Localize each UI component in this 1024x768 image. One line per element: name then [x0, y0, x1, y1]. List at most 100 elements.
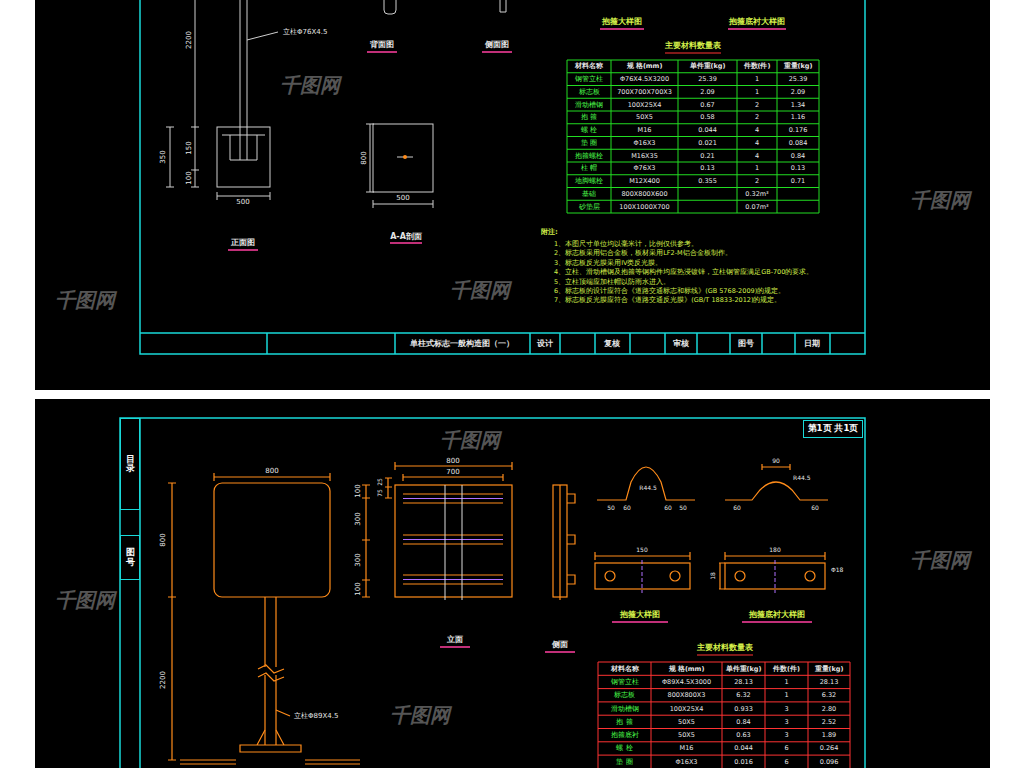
table-cell: 2 — [754, 178, 760, 185]
table-cell: M16X35 — [630, 152, 659, 159]
table-cell: 50X5 — [635, 114, 654, 121]
dimension: 500 — [235, 199, 250, 206]
table-cell: 3 — [783, 732, 789, 739]
table-cell: 100X1000X700 — [618, 203, 670, 210]
dimension: 90 — [771, 458, 781, 464]
table-header: 材料名称 — [574, 63, 604, 70]
note: 3、标志板反光膜采用IV类反光膜。 — [553, 260, 664, 267]
dimension: 350 — [160, 149, 167, 164]
table-cell: 抱箍螺栓 — [574, 152, 604, 159]
table-cell: 螺 栓 — [580, 127, 598, 134]
table-cell: 2 — [754, 114, 760, 121]
part-label: 立柱Φ89X4.5 — [293, 713, 339, 720]
dimension: 60 — [810, 505, 820, 511]
table-cell: 100X25X4 — [669, 705, 705, 712]
table-cell: 砂垫层 — [578, 203, 601, 210]
note: 4、立柱、滑动槽钢及抱箍等钢构件均应热浸镀锌，立柱钢管应满足GB-700的要求。 — [553, 269, 814, 276]
dimension: 100 — [186, 170, 193, 185]
table-header: 重量(kg) — [783, 63, 814, 70]
dimension: R44.5 — [792, 475, 812, 481]
table-cell: 0.176 — [788, 127, 809, 134]
note: 7、标志板反光膜应符合《道路交通反光膜》(GB/T 18833-2012)的规定… — [553, 297, 783, 304]
table-cell: 0.355 — [697, 178, 718, 185]
table-cell: 1 — [754, 76, 760, 83]
table-cell: 50X5 — [677, 732, 696, 739]
dimension: 150 — [635, 547, 648, 553]
dimension: 180 — [768, 547, 781, 553]
table-header: 件数(件) — [743, 63, 772, 70]
title-block-field: 审核 — [672, 340, 690, 348]
table-cell: Φ76X4.5X3200 — [619, 76, 670, 83]
table-cell: 0.84 — [790, 152, 806, 159]
table-cell: 1 — [783, 692, 789, 699]
view-title: 侧面图 — [484, 41, 510, 49]
table-cell: 28.13 — [819, 679, 840, 686]
dimension: 100 — [355, 581, 362, 596]
table-cell: 1.34 — [790, 101, 806, 108]
note-heading: 附注: — [540, 229, 559, 236]
dimension: 700 — [445, 469, 460, 476]
table-cell: 2.09 — [790, 89, 806, 96]
table-cell: 28.13 — [733, 679, 754, 686]
table-cell: 0.21 — [699, 152, 715, 159]
vertical-index-text: 目录 — [126, 455, 135, 474]
dimension: 18 — [710, 571, 716, 581]
table-cell: 0.933 — [733, 705, 754, 712]
dimension: 2200 — [160, 670, 167, 690]
table-cell: 0.084 — [788, 140, 809, 147]
watermark: 千图网 — [909, 550, 971, 570]
table-cell: 0.58 — [699, 114, 715, 121]
dimension: 75 — [377, 488, 383, 498]
table-cell: 1.89 — [821, 732, 837, 739]
dimension: Φ18 — [830, 567, 844, 573]
table-header: 规 格(mm) — [668, 665, 706, 672]
detail-title: 抱箍大样图 — [619, 611, 661, 619]
table-cell: 6.32 — [735, 692, 751, 699]
dimension: R44.5 — [638, 485, 658, 491]
dimension: 800 — [445, 458, 460, 465]
table-cell: Φ76X3 — [633, 165, 657, 172]
dimension: 800 — [361, 150, 368, 165]
dimension: 300 — [355, 552, 362, 567]
dimension: 150 — [186, 140, 193, 155]
table-cell: 0.63 — [735, 732, 751, 739]
title-block-field: 设计 — [536, 340, 554, 348]
table-header: 规 格(mm) — [626, 63, 664, 70]
side-index-box: 目录 — [120, 418, 140, 510]
table-cell: 4 — [754, 140, 760, 147]
table-cell: 滑动槽钢 — [574, 101, 604, 108]
watermark: 千图网 — [54, 590, 116, 610]
table-header: 单件重(kg) — [689, 63, 727, 70]
table-cell: 抱 箍 — [615, 719, 633, 726]
note: 1、本图尺寸单位均以毫米计，比例仅供参考。 — [553, 241, 699, 248]
table-header: 材料名称 — [610, 665, 640, 672]
table-header: 件数(件) — [772, 665, 801, 672]
table-cell: 0.32m³ — [744, 191, 769, 198]
table-cell: M12X400 — [628, 178, 661, 185]
table-cell: 2.09 — [699, 89, 715, 96]
table-cell: 0.67 — [699, 101, 715, 108]
dimension: 300 — [355, 511, 362, 526]
dimension: 60 — [732, 505, 742, 511]
view-title: A-A剖面 — [389, 233, 423, 241]
table-cell: 3 — [783, 719, 789, 726]
table-cell: 1.16 — [790, 114, 806, 121]
table-cell: 1 — [783, 679, 789, 686]
table-cell: 6 — [783, 759, 789, 766]
detail-title: 抱箍底衬大样图 — [748, 611, 806, 619]
table-cell: 柱 帽 — [580, 165, 598, 172]
page-number-box: 第1页 共1页 — [803, 420, 863, 438]
title-block-field: 图号 — [737, 340, 755, 348]
drawing-title: 单柱式标志一般构造图（一） — [409, 340, 515, 348]
table-cell: 滑动槽钢 — [610, 705, 640, 712]
table-header: 单件重(kg) — [725, 665, 763, 672]
table-cell: 2 — [754, 101, 760, 108]
table-cell: 700X700X700X3 — [616, 89, 673, 96]
table-header: 重量(kg) — [814, 665, 845, 672]
table-cell: 螺 栓 — [615, 745, 633, 752]
dimension: 50 — [678, 505, 688, 511]
table-cell: 0.264 — [819, 745, 840, 752]
table-cell: Φ16X3 — [633, 140, 657, 147]
table-cell: 0.044 — [733, 745, 754, 752]
dimension: 2200 — [186, 30, 193, 50]
